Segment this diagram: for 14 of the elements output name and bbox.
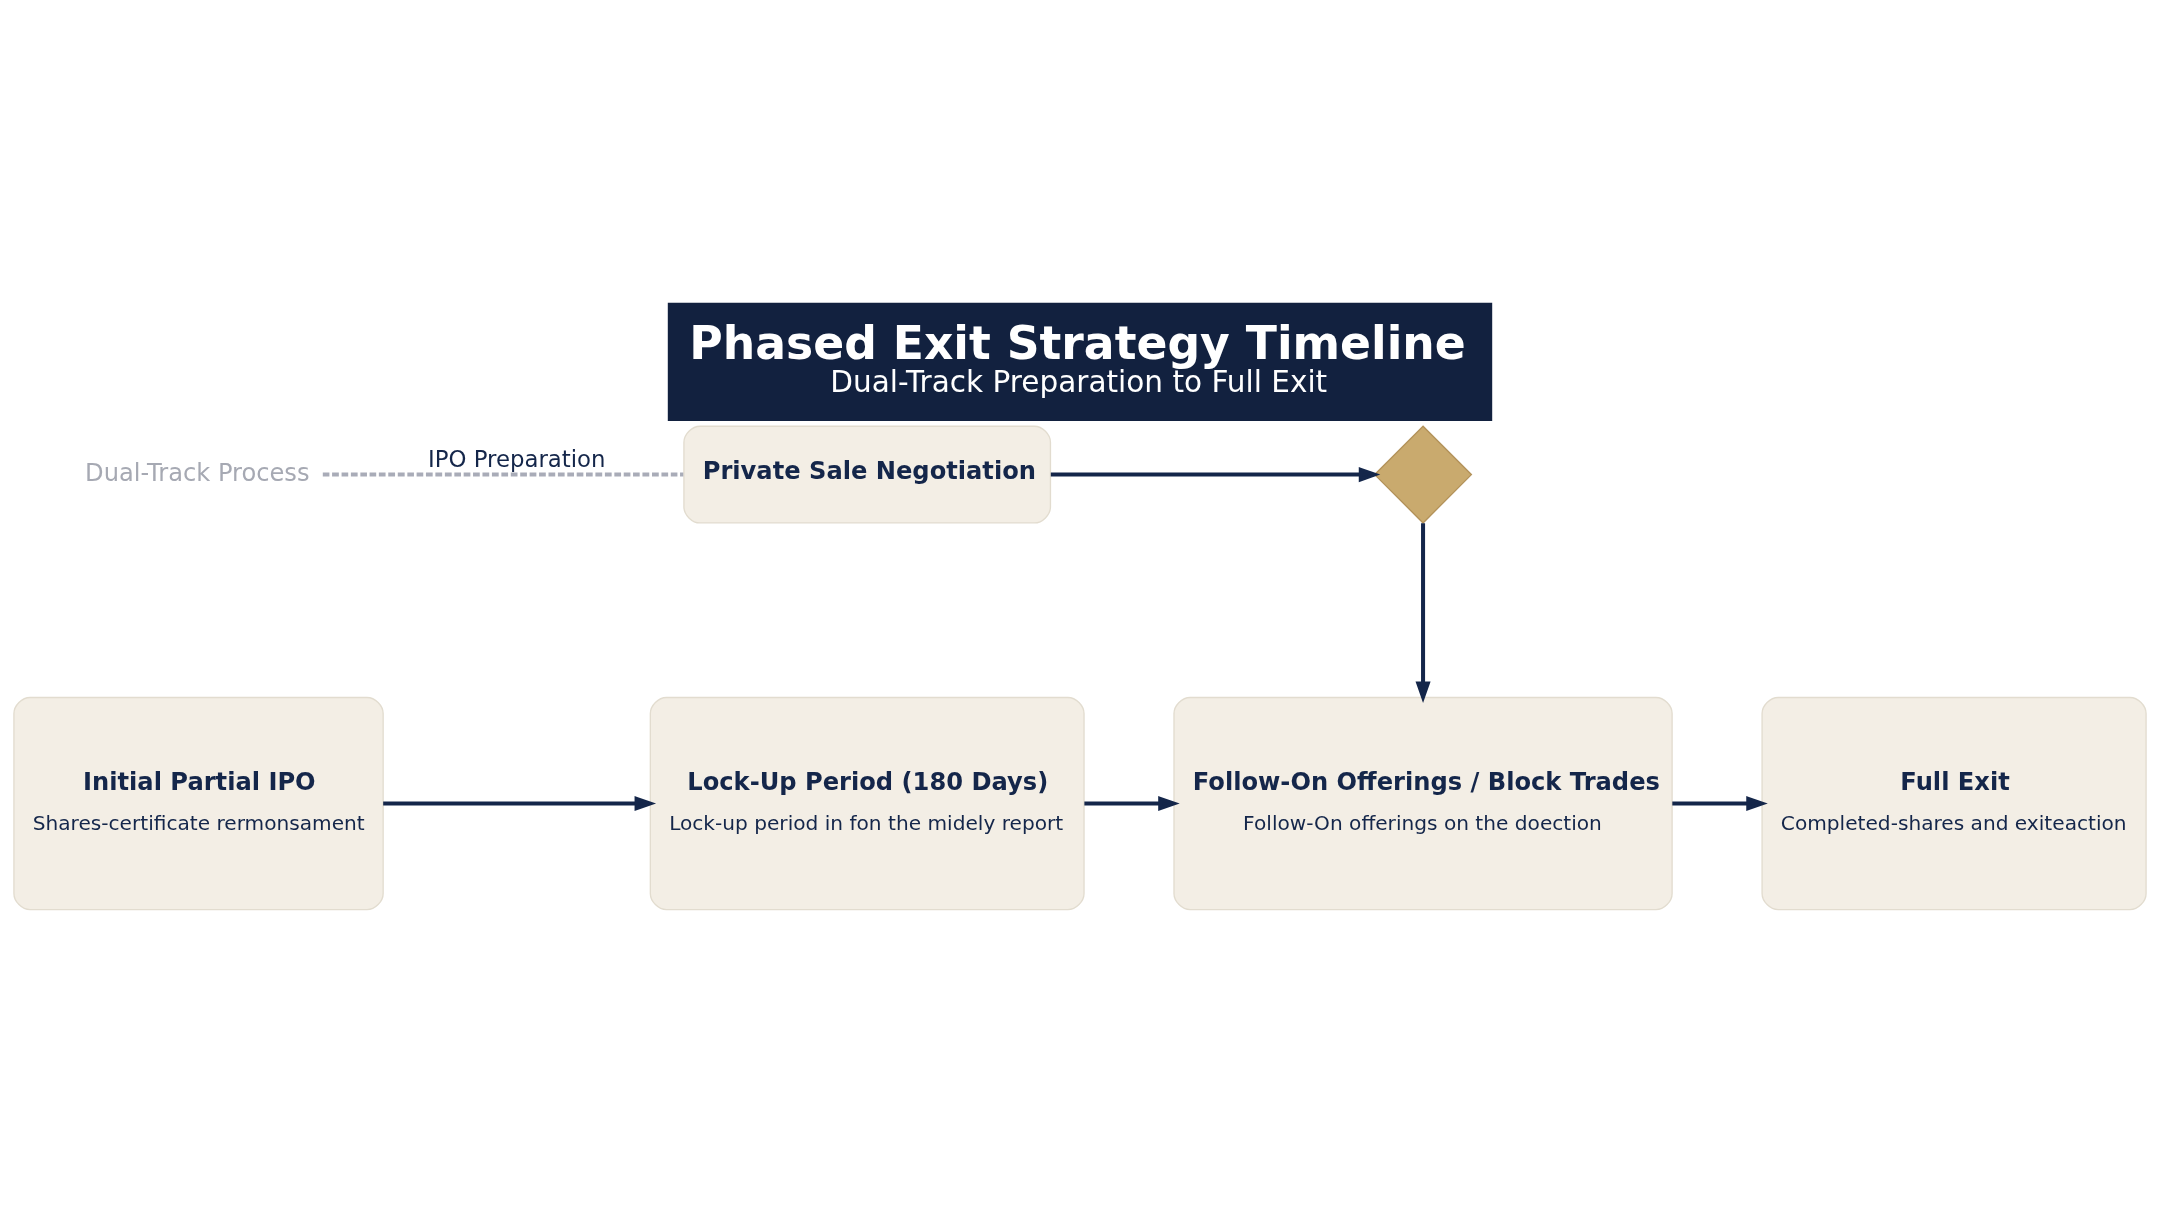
arrow	[1084, 795, 1180, 811]
node-box: Initial Partial IPO Shares-certificate rermonsament	[13, 696, 384, 910]
node-box: Lock-Up Period (180 Days) Lock-up period in fon the midely report	[649, 696, 1085, 910]
node-text: Dual-Track Process	[85, 458, 310, 487]
arrow	[1415, 522, 1431, 703]
node-box: Follow-On Offerings / Block Trades Follow-On offerings on the doection	[1173, 696, 1673, 910]
arrow	[1672, 795, 1768, 811]
connector	[322, 472, 684, 477]
node-diamond	[1373, 424, 1473, 524]
node-box: Private Sale Negotiation	[683, 425, 1052, 524]
node-box: Full Exit Completed-shares and exiteaction	[1761, 696, 2147, 910]
edge-label: IPO Preparation	[428, 445, 606, 472]
arrow	[1050, 466, 1381, 482]
arrow	[383, 795, 657, 811]
